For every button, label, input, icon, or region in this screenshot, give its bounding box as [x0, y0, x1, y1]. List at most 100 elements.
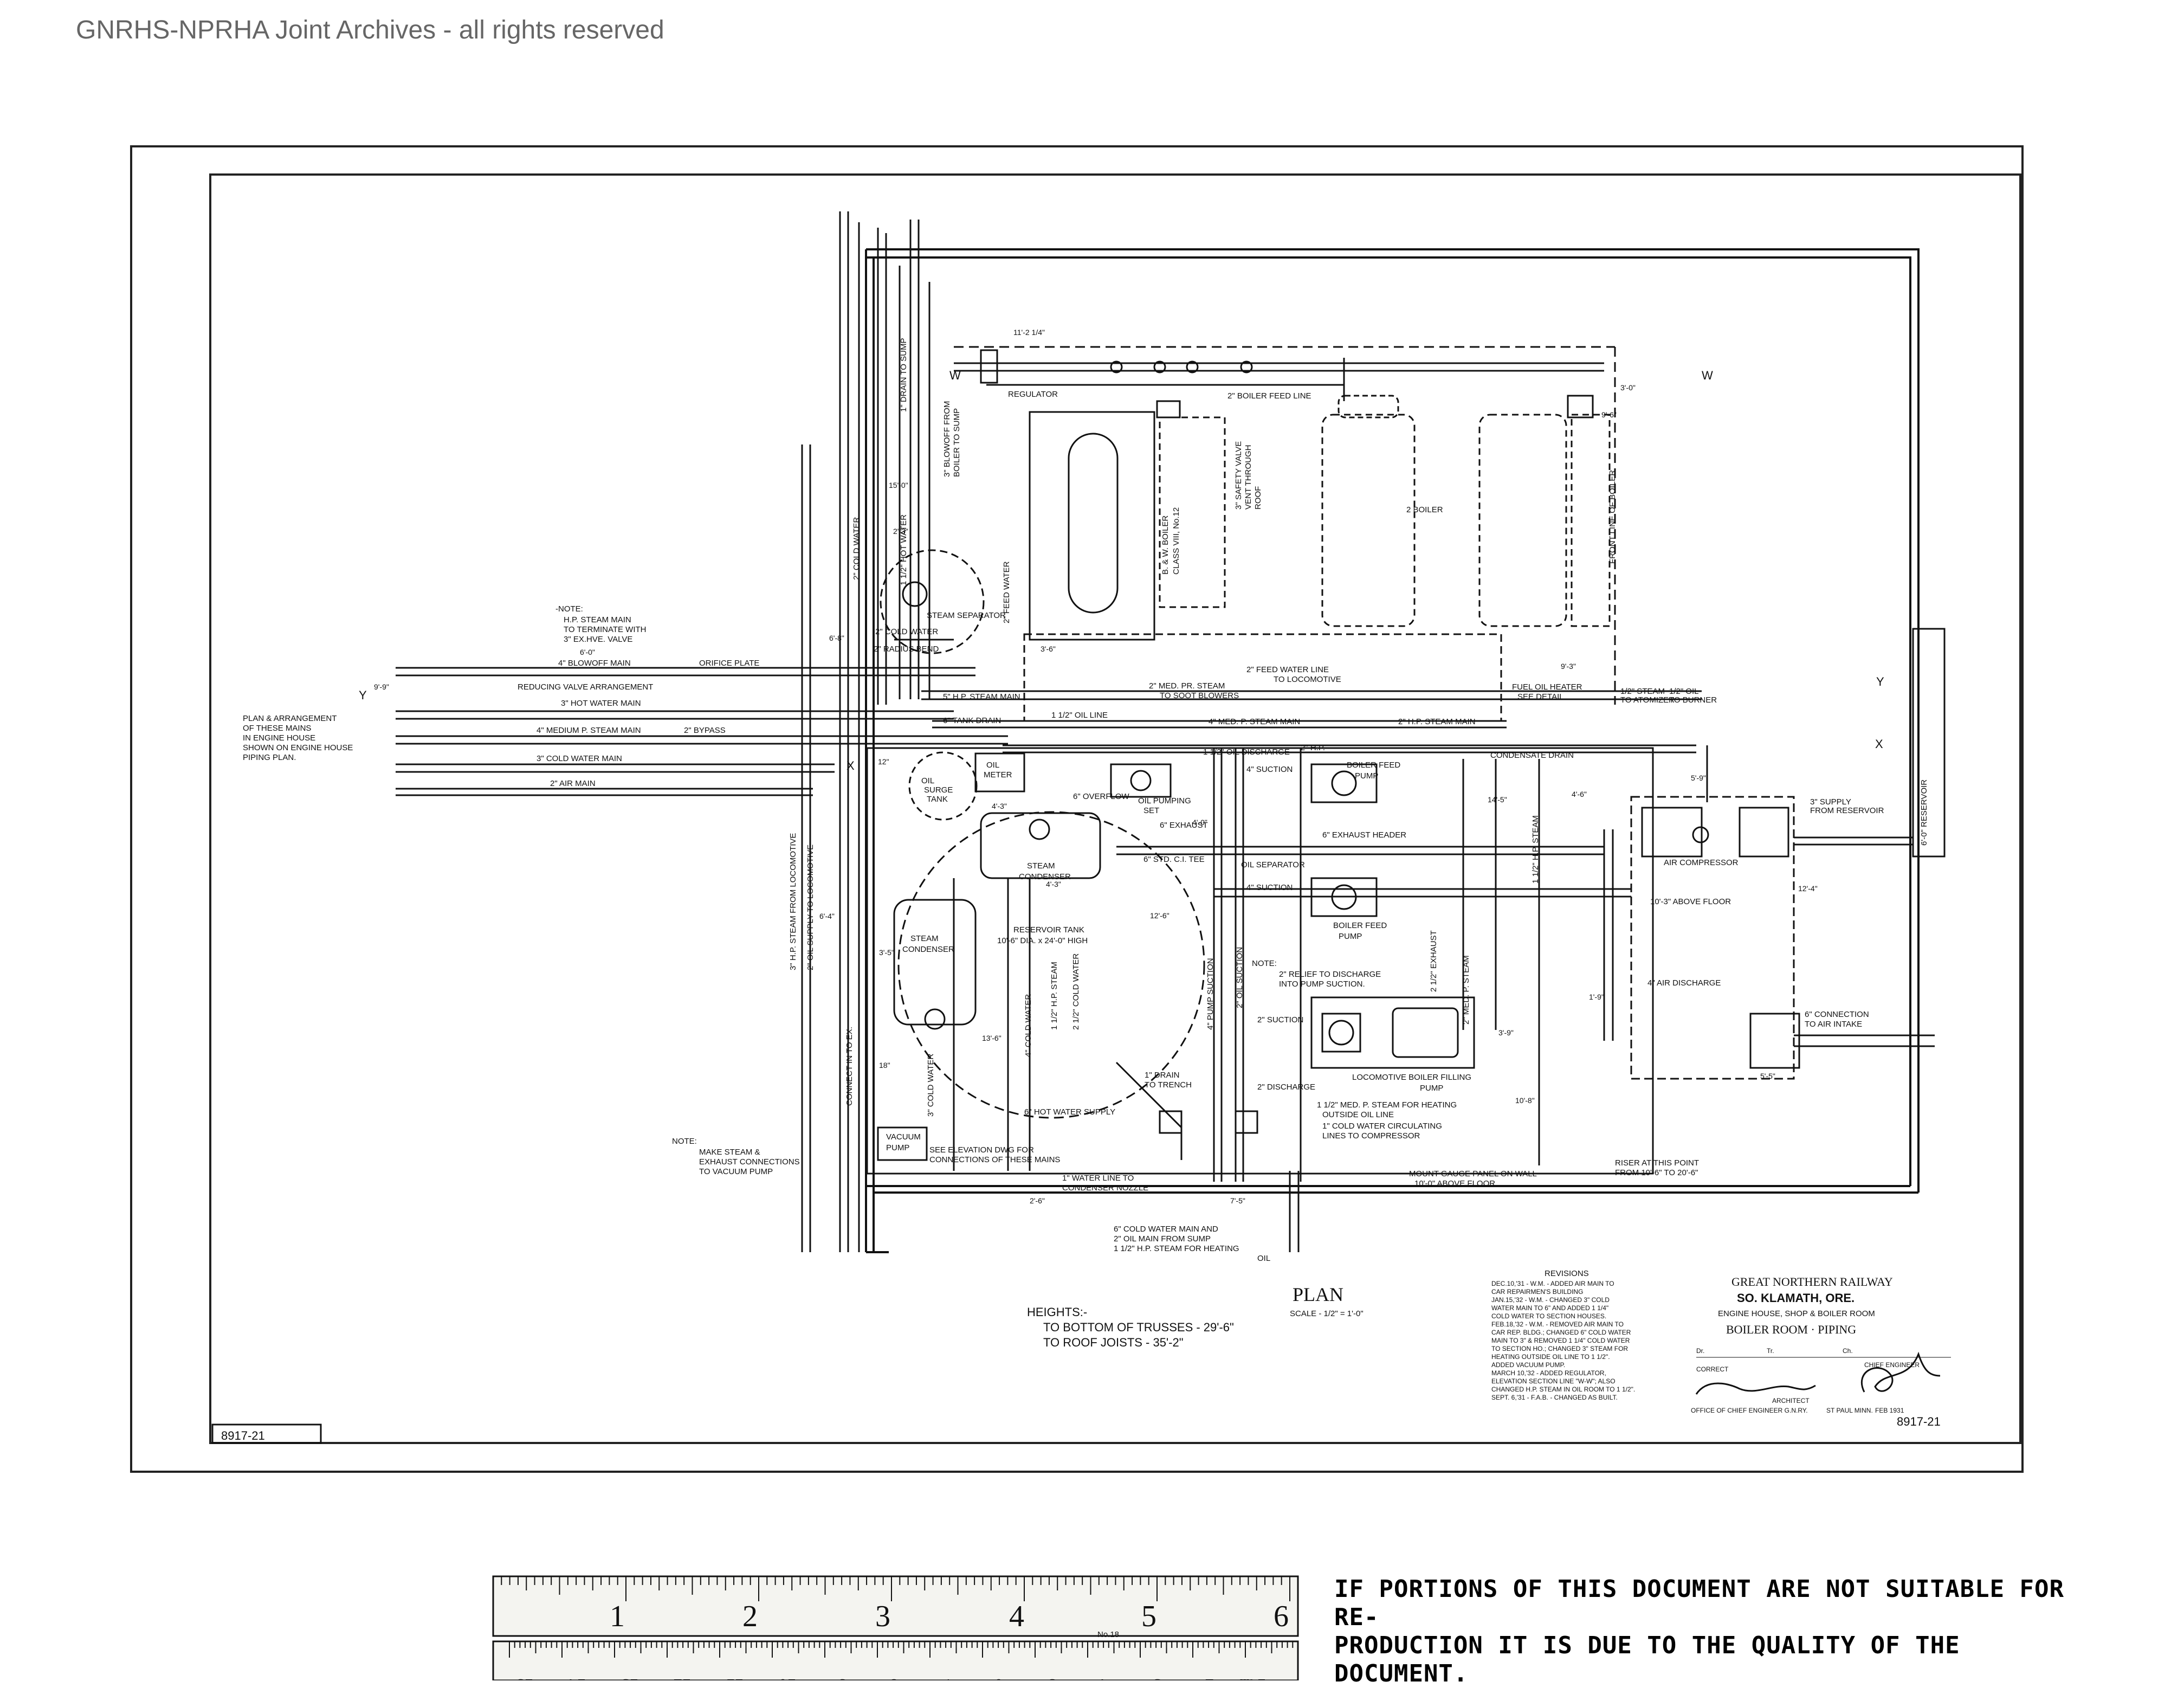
svg-text:6" EXHAUST: 6" EXHAUST [1160, 821, 1208, 830]
archive-watermark: GNRHS-NPRHA Joint Archives - all rights … [76, 16, 664, 44]
svg-text:6" HOT WATER SUPPLY: 6" HOT WATER SUPPLY [1024, 1107, 1115, 1117]
oil-pumping-set [1110, 763, 1172, 798]
svg-text:CONNECT IN TO EX.: CONNECT IN TO EX. [845, 1027, 854, 1106]
svg-text:Y: Y [359, 688, 367, 702]
svg-text:MARCH 10,'32 - ADDED REGULATOR: MARCH 10,'32 - ADDED REGULATOR, [1491, 1369, 1606, 1377]
svg-text:1 1/2" HOT WATER: 1 1/2" HOT WATER [899, 514, 908, 585]
pipe-labels: 2" BOILER FEED LINE 5" H.P. STEAM MAIN 6… [874, 391, 1884, 1263]
svg-text:COLD WATER TO SECTION HOUSES.: COLD WATER TO SECTION HOUSES. [1491, 1312, 1606, 1320]
svg-text:TO TERMINATE WITH: TO TERMINATE WITH [564, 625, 647, 634]
dimension-labels: 11'-2 1/4" 9'-9" 3'-0" 15'-0" 9'-6" 2'-3… [374, 328, 1818, 1205]
svg-text:LINES TO COMPRESSOR: LINES TO COMPRESSOR [1322, 1131, 1420, 1141]
svg-text:6" EXHAUST HEADER: 6" EXHAUST HEADER [1322, 830, 1406, 840]
svg-text:H.P. STEAM MAIN: H.P. STEAM MAIN [564, 615, 631, 624]
signature-architect [1695, 1382, 1816, 1395]
svg-text:TANK: TANK [927, 795, 948, 804]
svg-text:X: X [847, 759, 855, 772]
svg-text:SCALE - 1/2" = 1'-0": SCALE - 1/2" = 1'-0" [1290, 1309, 1364, 1318]
svg-text:MAKE STEAM &: MAKE STEAM & [699, 1148, 760, 1157]
svg-text:INTO PUMP SUCTION.: INTO PUMP SUCTION. [1279, 980, 1365, 989]
svg-text:FROM RESERVOIR: FROM RESERVOIR [1810, 806, 1884, 815]
svg-text:BOILER FEED: BOILER FEED [1347, 761, 1400, 770]
svg-text:4: 4 [1009, 1600, 1024, 1633]
note-hp-steam-main: -NOTE: H.P. STEAM MAIN TO TERMINATE WITH… [555, 604, 647, 656]
svg-text:2 1/2" COLD WATER: 2 1/2" COLD WATER [1071, 953, 1081, 1030]
svg-text:3" H.P. STEAM FROM LOCOMOTIVE: 3" H.P. STEAM FROM LOCOMOTIVE [789, 833, 798, 970]
building-walls [865, 248, 1920, 1253]
svg-text:6" TANK DRAIN: 6" TANK DRAIN [943, 716, 1001, 725]
svg-text:10'-8": 10'-8" [1515, 1096, 1535, 1105]
svg-text:1 1/2" H.P. STEAM: 1 1/2" H.P. STEAM [1531, 815, 1540, 884]
svg-text:3: 3 [1152, 1675, 1161, 1680]
svg-text:TO BURNER: TO BURNER [1669, 695, 1717, 705]
svg-text:2" OIL SUCTION: 2" OIL SUCTION [1235, 947, 1244, 1008]
svg-text:2" BOILER FEED LINE: 2" BOILER FEED LINE [1227, 391, 1311, 401]
steam-condenser-1 [980, 812, 1101, 879]
svg-text:13'-6": 13'-6" [982, 1034, 1001, 1042]
svg-text:1 1/2" OIL LINE: 1 1/2" OIL LINE [1051, 711, 1108, 720]
svg-text:OF THESE MAINS: OF THESE MAINS [243, 724, 311, 733]
svg-text:ENGINE HOUSE, SHOP & BOILER RO: ENGINE HOUSE, SHOP & BOILER ROOM [1718, 1309, 1875, 1318]
svg-text:4" BLOWOFF MAIN: 4" BLOWOFF MAIN [558, 659, 631, 668]
svg-text:2" RELIEF TO DISCHARGE: 2" RELIEF TO DISCHARGE [1279, 970, 1381, 979]
svg-text:2" MED. PR. STEAM: 2" MED. PR. STEAM [1149, 681, 1225, 691]
svg-text:3'-9": 3'-9" [1498, 1028, 1514, 1037]
svg-text:VACUUM: VACUUM [886, 1132, 921, 1142]
section-marks: W W X X Y Y [359, 369, 1884, 772]
svg-text:6'-8": 6'-8" [829, 634, 844, 642]
svg-text:W: W [949, 369, 961, 382]
boiler-3 [1478, 395, 1611, 627]
svg-text:REDUCING VALVE ARRANGEMENT: REDUCING VALVE ARRANGEMENT [518, 682, 653, 692]
svg-text:1 1/2" H.P. STEAM: 1 1/2" H.P. STEAM [1050, 962, 1059, 1030]
svg-text:REVISIONS: REVISIONS [1545, 1269, 1589, 1278]
svg-text:Ch.: Ch. [1843, 1347, 1853, 1355]
air-compressor [1630, 796, 1800, 1080]
svg-text:3" EX.HVE. VALVE: 3" EX.HVE. VALVE [564, 635, 632, 644]
boiler-feed-pump-2 [1310, 877, 1378, 917]
svg-text:TO SOOT BLOWERS: TO SOOT BLOWERS [1160, 691, 1239, 700]
svg-text:IN ENGINE HOUSE: IN ENGINE HOUSE [243, 733, 315, 743]
svg-text:6: 6 [1274, 1600, 1289, 1633]
svg-text:3" COLD WATER MAIN: 3" COLD WATER MAIN [537, 754, 622, 763]
svg-text:4" SUCTION: 4" SUCTION [1246, 883, 1293, 892]
svg-text:11: 11 [726, 1675, 744, 1680]
svg-text:1 1/2" MED. P. STEAM FOR HEATI: 1 1/2" MED. P. STEAM FOR HEATING [1317, 1100, 1457, 1110]
svg-text:5: 5 [1141, 1600, 1156, 1633]
boiler-feed-pump-1 [1310, 763, 1378, 803]
svg-text:SHOWN ON ENGINE HOUSE: SHOWN ON ENGINE HOUSE [243, 743, 353, 752]
svg-text:SEE DETAIL: SEE DETAIL [1517, 692, 1564, 701]
svg-text:CHANGED H.P. STEAM IN OIL ROOM: CHANGED H.P. STEAM IN OIL ROOM TO 1 1/2"… [1491, 1386, 1635, 1393]
svg-text:3" COLD WATER: 3" COLD WATER [926, 1054, 935, 1117]
note-plan-arrangement: PLAN & ARRANGEMENT OF THESE MAINS IN ENG… [243, 714, 353, 762]
svg-text:2" MED. P. STEAM: 2" MED. P. STEAM [1462, 955, 1471, 1025]
svg-text:X: X [1875, 737, 1883, 751]
svg-text:STEAM: STEAM [910, 934, 939, 943]
svg-text:1: 1 [610, 1600, 625, 1633]
svg-text:MOUNT GAUGE PANEL ON WALL: MOUNT GAUGE PANEL ON WALL [1409, 1169, 1537, 1178]
svg-text:12: 12 [673, 1675, 692, 1680]
svg-text:2" COLD WATER: 2" COLD WATER [852, 517, 861, 580]
svg-text:6'-4": 6'-4" [819, 912, 835, 920]
svg-text:2" COLD WATER: 2" COLD WATER [875, 627, 938, 636]
svg-text:ARCHITECT: ARCHITECT [1772, 1397, 1810, 1404]
svg-text:2" FEED WATER: 2" FEED WATER [1002, 561, 1011, 623]
svg-text:CONDENSER NOZZLE: CONDENSER NOZZLE [1062, 1183, 1148, 1193]
svg-text:REGULATOR: REGULATOR [1008, 390, 1058, 399]
svg-text:6'-0": 6'-0" [580, 648, 595, 656]
svg-text:1 1/2" OIL DISCHARGE: 1 1/2" OIL DISCHARGE [1203, 748, 1290, 757]
svg-text:TO LOCOMOTIVE: TO LOCOMOTIVE [1274, 675, 1341, 684]
svg-text:12": 12" [878, 757, 889, 766]
svg-text:cm: cm [1240, 1677, 1255, 1680]
svg-text:2" OIL MAIN FROM SUMP: 2" OIL MAIN FROM SUMP [1114, 1234, 1211, 1244]
svg-text:NOTE:: NOTE: [672, 1137, 697, 1146]
vertical-pipe-labels: 3" H.P. STEAM FROM LOCOMOTIVE 2" OIL SUP… [789, 338, 1540, 1117]
steam-separator [880, 549, 985, 654]
svg-text:FROM 10'-6" TO 20'-6": FROM 10'-6" TO 20'-6" [1615, 1168, 1698, 1177]
svg-text:6" OVERFLOW: 6" OVERFLOW [1073, 792, 1130, 801]
svg-text:1/2" OIL: 1/2" OIL [1669, 687, 1699, 696]
svg-text:FRONT LINE OF BOILER: FRONT LINE OF BOILER [1608, 470, 1617, 564]
svg-text:HEATING OUTSIDE OIL LINE TO 1: HEATING OUTSIDE OIL LINE TO 1 1/2". [1491, 1353, 1610, 1361]
svg-text:3" HOT WATER MAIN: 3" HOT WATER MAIN [561, 699, 641, 708]
svg-text:9'-3": 9'-3" [1561, 662, 1576, 671]
svg-text:5: 5 [1047, 1675, 1056, 1680]
